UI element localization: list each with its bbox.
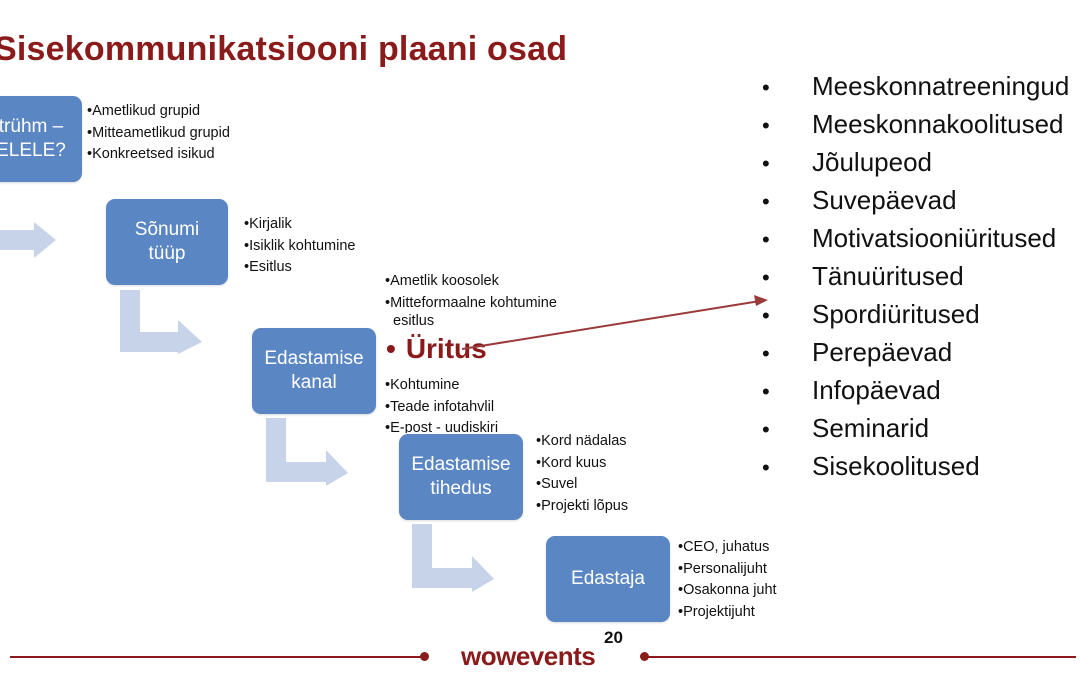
highlight-event: •Üritus (386, 333, 487, 364)
list-item: Projektijuht (678, 602, 777, 624)
list-item: Kirjalik (244, 214, 355, 236)
step-box-sender: Edastaja (546, 536, 670, 622)
list-item: Personalijuht (678, 559, 777, 581)
footer-dot-right (640, 652, 649, 661)
list-item: •Tänuüritused (762, 261, 964, 291)
list-item: Osakonna juht (678, 580, 777, 602)
list-item: •Motivatsiooniüritused (762, 223, 1057, 253)
flow-arrow-2 (120, 290, 202, 354)
target-group-list: Ametlikud grupid Mitteametlikud grupid K… (87, 101, 230, 166)
list-item: •Suvepäevad (762, 185, 957, 215)
step-box-frequency: Edastamise tihedus (399, 434, 523, 520)
footer-line-right (646, 656, 1076, 658)
step-label: Edastamise tihedus (411, 454, 511, 499)
list-item: Teade infotahvlil (385, 397, 498, 419)
list-item: CEO, juhatus (678, 537, 777, 559)
list-item: •Infopäevad (762, 375, 941, 405)
flow-arrow-4 (412, 524, 494, 592)
list-item: Mitteametlikud grupid (87, 123, 230, 145)
step-label: Edastaja (571, 568, 645, 589)
list-item: •Meeskonnakoolitused (762, 109, 1064, 139)
list-item: •Meeskonnatreeningud (762, 71, 1070, 101)
step-box-message-type: Sõnumi tüüp (106, 199, 228, 285)
list-item: •Spordiüritused (762, 299, 980, 329)
list-item: Isiklik kohtumine (244, 236, 355, 258)
footer-dot-left (420, 652, 429, 661)
list-item: Suvel (536, 474, 628, 496)
brand-logo: wowevents (461, 641, 596, 671)
list-item: Ametlikud grupid (87, 101, 230, 123)
list-item: E-post - uudiskiri (385, 418, 498, 433)
step-label: Edastamise kanal (264, 348, 364, 393)
step-box-channel: Edastamise kanal (252, 328, 376, 414)
step-box-target-group: trühm – ELELE? (0, 96, 82, 182)
list-item: •Sisekoolitused (762, 451, 980, 481)
list-item: Ametlik koosolek (385, 271, 557, 293)
list-item: •Perepäevad (762, 337, 953, 367)
list-item: Kohtumine (385, 375, 498, 397)
slide-title: Sisekommunikatsiooni plaani osad (0, 30, 568, 68)
sender-list: CEO, juhatus Personalijuht Osakonna juht… (678, 537, 777, 623)
list-item: Konkreetsed isikud (87, 144, 230, 166)
events-list: •Meeskonnatreeningud •Meeskonnakoolituse… (762, 68, 1069, 486)
frequency-list: Kord nädalas Kord kuus Suvel Projekti lõ… (536, 431, 628, 517)
step-label: trühm – ELELE? (0, 116, 66, 161)
flow-arrow-1 (0, 222, 56, 258)
channel-list-bottom: Kohtumine Teade infotahvlil E-post - uud… (385, 375, 498, 433)
list-item: •Jõulupeod (762, 147, 932, 177)
step-label: Sõnumi tüüp (134, 219, 200, 264)
list-item: Projekti lõpus (536, 496, 628, 518)
footer-line-left (10, 656, 424, 658)
message-type-list: Kirjalik Isiklik kohtumine Esitlus (244, 214, 355, 279)
list-item: Kord kuus (536, 453, 628, 475)
page-number: 20 (604, 628, 623, 647)
list-item: Kord nädalas (536, 431, 628, 453)
list-item: •Seminarid (762, 413, 930, 443)
list-item: Esitlus (244, 257, 355, 279)
channel-list-top: Ametlik koosolek Mitteformaalne kohtumin… (385, 271, 557, 333)
flow-arrow-3 (266, 418, 348, 486)
